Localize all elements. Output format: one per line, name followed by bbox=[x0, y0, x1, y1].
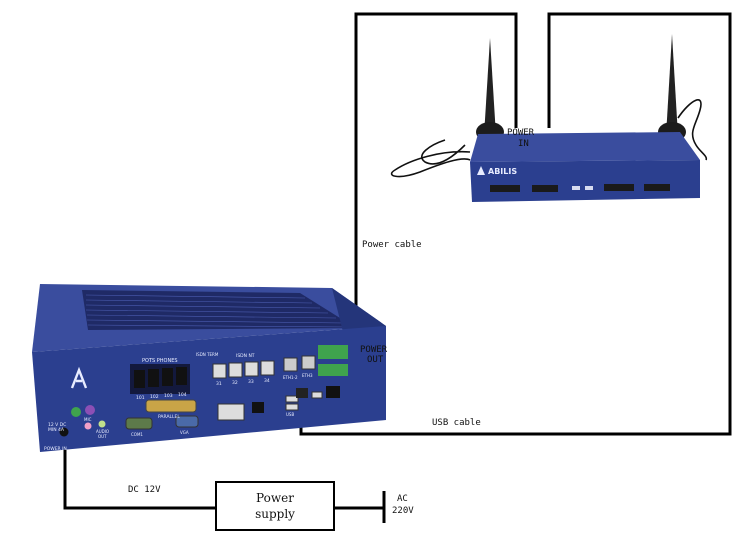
vent-pattern bbox=[85, 294, 351, 328]
pots-port bbox=[162, 368, 173, 386]
usb-port bbox=[311, 391, 323, 399]
isdn-port bbox=[212, 363, 227, 379]
router-antenna-right bbox=[666, 34, 678, 136]
router-logo-icon bbox=[477, 166, 485, 175]
usb-port bbox=[285, 395, 299, 403]
pots-port-label-1: 102 bbox=[150, 394, 159, 400]
main-device bbox=[32, 284, 386, 452]
isdn-port bbox=[244, 361, 259, 377]
power-in-device-label: POWER IN bbox=[44, 446, 67, 452]
router bbox=[390, 34, 708, 202]
mic-label: MIC bbox=[84, 417, 92, 422]
pots-port-label-3: 104 bbox=[178, 392, 187, 398]
ac-label-line2: 220V bbox=[392, 506, 414, 516]
router-led bbox=[585, 186, 593, 190]
mic-jack bbox=[84, 422, 92, 430]
audio-out-jack bbox=[98, 420, 106, 428]
dc-label-line2: MIN 4A bbox=[48, 427, 65, 433]
pots-port bbox=[176, 367, 187, 385]
dc-jack bbox=[59, 427, 69, 437]
parallel-label: PARALLEL bbox=[158, 414, 180, 420]
usb-port bbox=[285, 403, 299, 411]
pots-port bbox=[148, 369, 159, 387]
power-out-label-line2: OUT bbox=[367, 355, 384, 365]
eth-port-lower bbox=[252, 402, 264, 413]
router-cable-coil bbox=[390, 139, 471, 178]
pots-label: POTS PHONES bbox=[142, 358, 178, 364]
usb-cable-label: USB cable bbox=[432, 418, 481, 428]
router-brand: ABILIS bbox=[488, 167, 517, 176]
power-supply-box bbox=[215, 481, 335, 531]
router-port bbox=[644, 184, 670, 191]
audio-out-label-line1: AUDIO bbox=[96, 429, 109, 434]
pots-port bbox=[134, 370, 145, 388]
vga-label: VGA bbox=[180, 430, 189, 435]
pots-port-label-0: 101 bbox=[136, 395, 145, 401]
router-power-in-label-line2: IN bbox=[518, 139, 529, 149]
router-port bbox=[490, 185, 520, 192]
audio-out-label-line2: OUT bbox=[98, 434, 107, 439]
isdn-term-label: ISDN TERM bbox=[196, 352, 219, 357]
com-port bbox=[125, 417, 153, 430]
router-led bbox=[572, 186, 580, 190]
wires bbox=[63, 12, 732, 523]
router-top bbox=[470, 132, 700, 162]
eth-label-1: ETH3 bbox=[302, 373, 313, 378]
power-supply-label-line2: supply bbox=[255, 507, 295, 521]
ps2-port bbox=[85, 405, 95, 415]
isdn-port-label-2: 33 bbox=[248, 379, 254, 385]
power-out-label-line1: POWER bbox=[360, 345, 388, 355]
router-port bbox=[532, 185, 558, 192]
ps2-port bbox=[71, 407, 81, 417]
parallel-port bbox=[145, 399, 197, 413]
dc-label-line1: 12 V DC bbox=[48, 422, 66, 428]
power-cable-wire bbox=[354, 12, 518, 346]
isdn-port-label-1: 32 bbox=[232, 380, 238, 386]
vga-port bbox=[175, 415, 199, 428]
com-label: COM1 bbox=[131, 432, 143, 437]
router-power-in-label-line1: POWER bbox=[507, 128, 535, 138]
isdn-port bbox=[260, 360, 275, 376]
dvi-port bbox=[217, 403, 245, 421]
usb-connector bbox=[296, 388, 308, 398]
router-front bbox=[470, 160, 700, 202]
power-supply-label-line1: Power bbox=[256, 491, 294, 505]
main-device-logo-icon bbox=[70, 366, 88, 389]
dc-wire bbox=[63, 438, 216, 510]
router-port bbox=[604, 184, 634, 191]
eth-port bbox=[301, 355, 316, 370]
power-cable-label: Power cable bbox=[362, 240, 422, 250]
isdn-nt-label: ISDN NT bbox=[236, 353, 255, 359]
eth-label-0: ETH1-2 bbox=[283, 375, 298, 380]
isdn-port bbox=[228, 362, 243, 378]
usb-label: USB bbox=[286, 412, 294, 417]
router-antenna-left bbox=[484, 38, 496, 136]
pots-port-label-2: 103 bbox=[164, 393, 173, 399]
dc-label: DC 12V bbox=[128, 485, 161, 495]
router-cable-coil-right bbox=[677, 99, 708, 161]
terminal-block bbox=[318, 364, 348, 376]
terminal-block bbox=[318, 345, 348, 359]
eth-port bbox=[283, 357, 298, 372]
lan-port bbox=[326, 386, 340, 398]
isdn-port-label-0: 31 bbox=[216, 381, 222, 387]
ac-label-line1: AC bbox=[397, 494, 408, 504]
main-device-vent bbox=[82, 290, 356, 330]
isdn-port-label-3: 34 bbox=[264, 378, 270, 384]
